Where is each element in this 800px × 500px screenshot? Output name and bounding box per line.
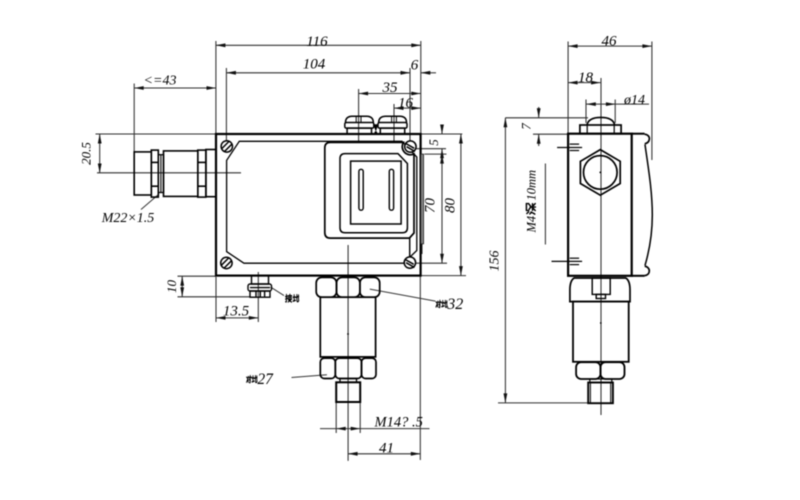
svg-text:6: 6 — [411, 58, 419, 74]
svg-text:27: 27 — [257, 371, 274, 388]
svg-text:41: 41 — [379, 441, 394, 457]
svg-text:80: 80 — [443, 198, 459, 214]
svg-text:156: 156 — [488, 251, 503, 272]
svg-text:35: 35 — [382, 80, 399, 96]
svg-text:13.5: 13.5 — [223, 304, 250, 320]
svg-text:M14? .5: M14? .5 — [374, 415, 423, 431]
svg-text:<=43: <=43 — [144, 74, 177, 89]
svg-text:7: 7 — [519, 123, 534, 130]
svg-text:104: 104 — [303, 57, 326, 73]
svg-text:M4: M4 — [525, 216, 539, 234]
svg-text:5: 5 — [426, 139, 441, 146]
svg-text:46: 46 — [602, 33, 618, 49]
svg-text:16: 16 — [398, 95, 414, 111]
svg-text:10mm: 10mm — [525, 170, 539, 201]
svg-text:M22×1.5: M22×1.5 — [101, 211, 155, 226]
svg-text:32: 32 — [446, 296, 463, 313]
svg-text:116: 116 — [306, 34, 328, 50]
svg-text:10: 10 — [164, 280, 179, 294]
svg-text:20.5: 20.5 — [79, 142, 94, 165]
svg-text:18: 18 — [578, 70, 594, 86]
svg-text:ø14: ø14 — [623, 93, 645, 108]
svg-text:70: 70 — [423, 198, 439, 214]
